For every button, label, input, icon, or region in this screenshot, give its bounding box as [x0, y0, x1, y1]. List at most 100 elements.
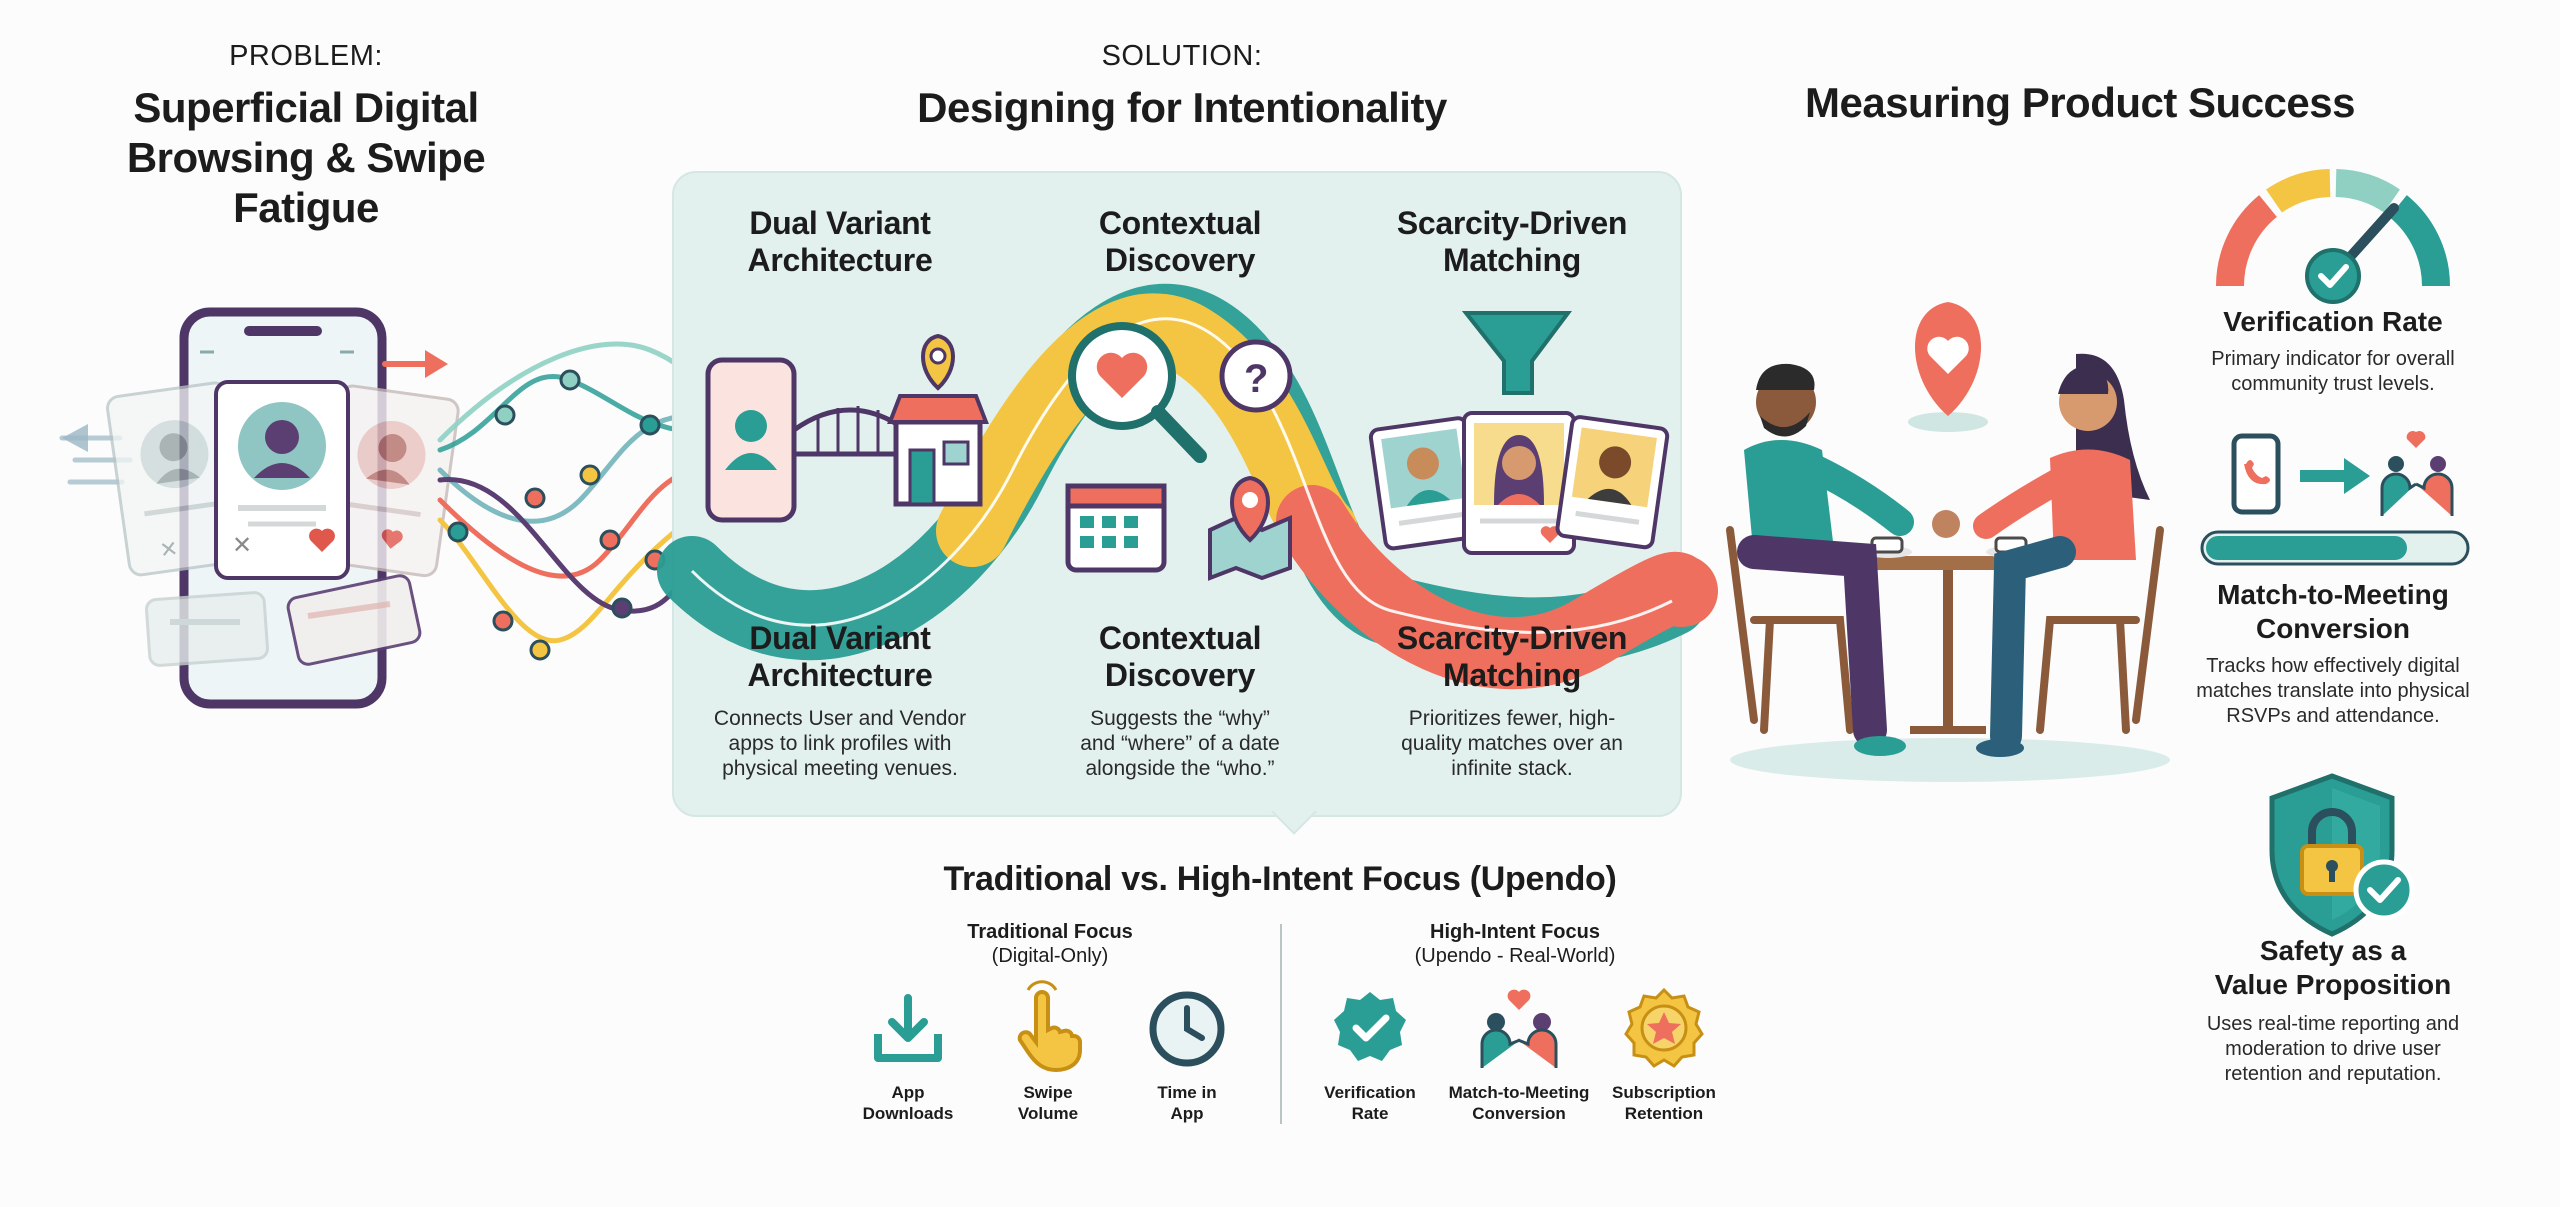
pillar-heading-line: Dual Variant: [749, 620, 931, 656]
solution-title: Designing for Intentionality: [917, 84, 1447, 131]
metric-label-line: Match-to-Meeting: [1448, 1083, 1590, 1102]
svg-text:?: ?: [1244, 357, 1268, 401]
metric-title-line: Value Proposition: [2214, 969, 2452, 1000]
pillar-heading-line: Discovery: [1104, 657, 1256, 693]
svg-text:✕: ✕: [158, 536, 180, 563]
heart-icon: [1927, 336, 1969, 374]
pillar-heading: Dual Variant Architecture: [680, 620, 1000, 694]
profile-card-front: ✕: [214, 380, 350, 580]
pillar-scarcity-matching: Scarcity-Driven Matching Prioritizes few…: [1352, 620, 1672, 781]
metric-label-line: Downloads: [862, 1104, 954, 1123]
location-pin-icon: [1230, 475, 1270, 543]
high-intent-metric-label: Verification Rate: [1300, 1082, 1440, 1124]
pillar-heading: Scarcity-Driven Matching: [1352, 620, 1672, 694]
metric-description-line: community trust levels.: [2231, 373, 2435, 395]
conversion-progress-fill: [2206, 536, 2407, 560]
high-intent-focus-header: High-Intent Focus (Upendo - Real-World): [1330, 920, 1700, 968]
star-medal-icon: [1624, 987, 1704, 1068]
problem-title-line: Browsing & Swipe: [126, 134, 486, 181]
metric-label-line: Conversion: [1472, 1104, 1566, 1123]
trust-gauge-icon: [2215, 169, 2451, 304]
pillar-description-line: quality matches over an: [1401, 732, 1623, 755]
clock-icon: [1149, 991, 1225, 1067]
contextual-discovery-illustration: ?: [1065, 322, 1293, 581]
heart-icon: [309, 528, 335, 552]
swipe-fatigue-illustration: ✕ ✕: [59, 307, 723, 709]
pillar-description: Connects User and Vendor apps to link pr…: [680, 706, 1000, 781]
journey-ribbon: [657, 283, 1718, 690]
metric-title-line: Match-to-Meeting: [2217, 579, 2449, 610]
pillar-description-line: Connects User and Vendor: [713, 707, 967, 730]
comparison-title: Traditional vs. High-Intent Focus (Upend…: [943, 860, 1617, 898]
metric-label-line: Swipe: [1023, 1083, 1073, 1102]
pillar-dual-variant: Dual Variant Architecture Connects User …: [680, 620, 1000, 781]
pillar-heading-line: Architecture: [747, 657, 933, 693]
metric-match-to-meeting: Match-to-Meeting Conversion Tracks how e…: [2168, 578, 2498, 729]
metric-description-line: RSVPs and attendance.: [2226, 705, 2440, 727]
left-arrow-icon: [62, 424, 88, 452]
metric-description-line: Tracks how effectively digital: [2206, 655, 2460, 677]
pillar-description-line: apps to link profiles with: [728, 732, 952, 755]
metric-description-line: retention and reputation.: [2224, 1063, 2442, 1085]
problem-title: Superficial Digital Browsing & Swipe Fat…: [96, 83, 516, 233]
metric-title: Verification Rate: [2223, 306, 2443, 337]
pillar-heading-top: Dual Variant Architecture: [690, 205, 990, 279]
pillar-heading-line: Matching: [1442, 242, 1582, 278]
download-icon: [874, 994, 942, 1062]
metric-title-line: Conversion: [2255, 613, 2411, 644]
problem-section: PROBLEM: Superficial Digital Browsing & …: [96, 40, 516, 233]
check-badge-icon: [2353, 859, 2415, 921]
metric-description-line: matches translate into physical: [2196, 680, 2470, 702]
problem-title-line: Fatigue: [233, 184, 379, 231]
heart-icon: [1540, 526, 1560, 543]
metric-label-line: Time in: [1157, 1083, 1217, 1102]
verified-badge-icon: [1334, 992, 1406, 1061]
right-arrow-icon: [425, 350, 448, 378]
pillar-heading-top: Contextual Discovery: [1030, 205, 1330, 279]
couple-meeting-illustration: [1726, 302, 2170, 782]
profile-card: [1555, 415, 1670, 550]
pillar-contextual-discovery: Contextual Discovery Suggests the “why” …: [1020, 620, 1340, 781]
svg-text:✕: ✕: [232, 532, 252, 559]
profile-card: [318, 384, 460, 578]
pillar-description-line: physical meeting venues.: [722, 757, 958, 780]
pillar-description-line: Suggests the “why”: [1090, 707, 1270, 730]
metric-title: Safety as a Value Proposition: [2168, 934, 2498, 1002]
pillar-description-line: and “where” of a date: [1080, 732, 1280, 755]
metric-label-line: Verification: [1324, 1083, 1416, 1102]
metric-description: Uses real-time reporting and moderation …: [2168, 1012, 2498, 1087]
metric-description-line: Uses real-time reporting and: [2206, 1013, 2460, 1035]
heart-icon: [1096, 352, 1148, 398]
pillar-heading-line: Contextual: [1098, 620, 1262, 656]
digital-to-physical-icon: [2231, 430, 2454, 516]
metric-description-line: moderation to drive user: [2225, 1038, 2441, 1060]
blurred-card: [145, 591, 269, 667]
metric-verification-rate: Verification Rate Primary indicator for …: [2168, 305, 2498, 397]
traditional-metric-label: App Downloads: [848, 1082, 968, 1124]
metric-title: Match-to-Meeting Conversion: [2168, 578, 2498, 646]
high-intent-metric-label: Match-to-Meeting Conversion: [1424, 1082, 1614, 1124]
traditional-focus-header: Traditional Focus (Digital-Only): [870, 920, 1230, 968]
blurred-card: [286, 574, 422, 666]
solution-kicker: SOLUTION:: [1101, 40, 1263, 72]
problem-title-line: Superficial Digital: [133, 84, 479, 131]
pillar-heading-line: Discovery: [1104, 242, 1256, 278]
metric-description: Tracks how effectively digital matches t…: [2168, 654, 2498, 729]
traditional-metric-label: Time in App: [1127, 1082, 1247, 1124]
high-intent-focus-subheading: (Upendo - Real-World): [1414, 945, 1616, 967]
pillar-description-line: alongside the “who.”: [1085, 757, 1275, 780]
metric-label-line: App: [891, 1083, 925, 1102]
line-nodes: [447, 369, 666, 661]
metric-label-line: Rate: [1351, 1104, 1389, 1123]
pillar-description: Suggests the “why” and “where” of a date…: [1020, 706, 1340, 781]
comparison-divider: [1280, 924, 1282, 1124]
metric-safety-value: Safety as a Value Proposition Uses real-…: [2168, 934, 2498, 1087]
funnel-icon: [1461, 311, 1572, 395]
metric-label-line: Volume: [1017, 1104, 1079, 1123]
traditional-focus-heading: Traditional Focus: [967, 921, 1133, 943]
pillar-heading-line: Contextual: [1098, 205, 1262, 241]
shield-lock-icon: [2269, 773, 2415, 937]
pillar-heading-top: Scarcity-Driven Matching: [1362, 205, 1662, 279]
pillar-heading-line: Architecture: [747, 242, 933, 278]
pointing-hand-icon: [1017, 980, 1082, 1073]
